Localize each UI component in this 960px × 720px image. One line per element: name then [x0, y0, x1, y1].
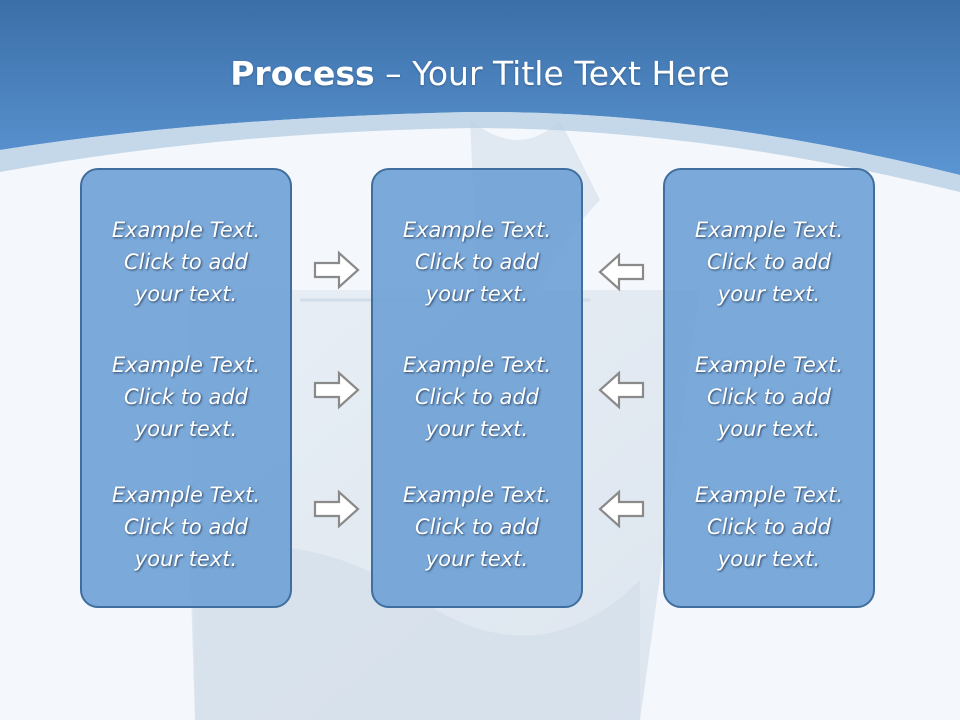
slide-title[interactable]: Process – Your Title Text Here	[0, 52, 960, 96]
arrow-left-icon	[598, 370, 645, 410]
panel-text[interactable]: Example Text. Click to add your text.	[402, 353, 552, 441]
panel-text[interactable]: Example Text. Click to add your text.	[694, 353, 844, 441]
arrow-left-icon	[598, 489, 645, 529]
arrow-right-icon	[313, 370, 360, 410]
panel-text[interactable]: Example Text. Click to add your text.	[111, 218, 261, 306]
panel-left[interactable]: Example Text. Click to add your text. Ex…	[80, 168, 292, 608]
arrow-left-icon	[598, 252, 645, 292]
arrow-right-icon	[313, 489, 360, 529]
panel-text[interactable]: Example Text. Click to add your text.	[694, 483, 844, 571]
arrow-right-icon	[313, 250, 360, 290]
panel-text[interactable]: Example Text. Click to add your text.	[111, 353, 261, 441]
panel-right[interactable]: Example Text. Click to add your text. Ex…	[663, 168, 875, 608]
panel-text[interactable]: Example Text. Click to add your text.	[402, 483, 552, 571]
panel-center[interactable]: Example Text. Click to add your text. Ex…	[371, 168, 583, 608]
title-bold: Process	[230, 54, 375, 93]
panel-text[interactable]: Example Text. Click to add your text.	[402, 218, 552, 306]
title-rest: – Your Title Text Here	[374, 54, 730, 93]
panel-text[interactable]: Example Text. Click to add your text.	[111, 483, 261, 571]
panel-text[interactable]: Example Text. Click to add your text.	[694, 218, 844, 306]
